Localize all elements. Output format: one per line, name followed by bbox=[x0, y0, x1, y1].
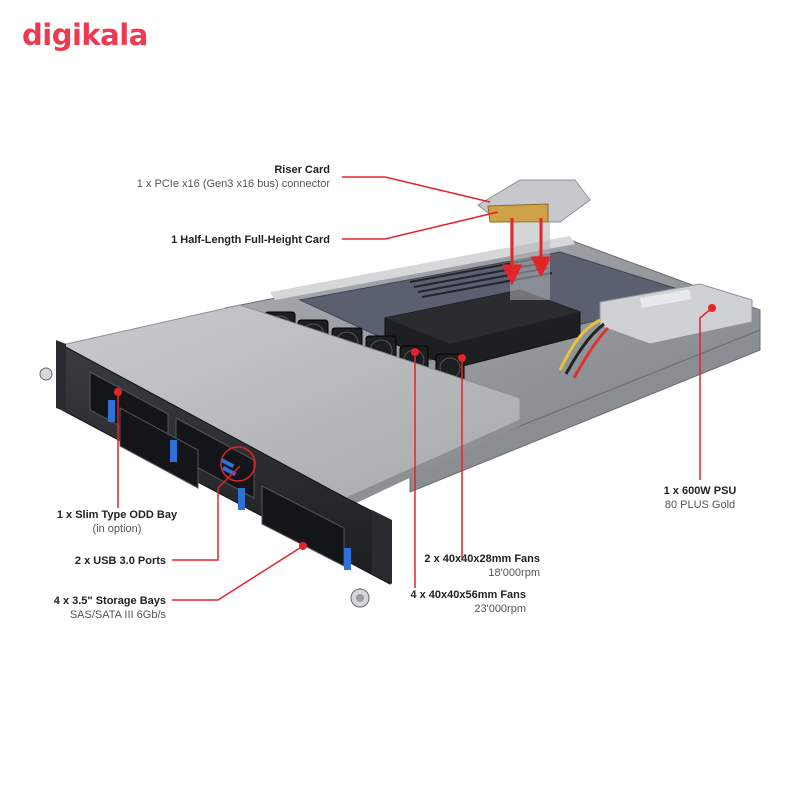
callout-usb-title: 2 x USB 3.0 Ports bbox=[74, 555, 166, 567]
callout-small-fans: 2 x 40x40x28mm Fans 18'000rpm bbox=[420, 552, 540, 580]
callout-storage-bays-title: 4 x 3.5" Storage Bays bbox=[53, 595, 166, 607]
left-thumb-screw bbox=[39, 367, 53, 381]
callout-storage-bays: 4 x 3.5" Storage Bays SAS/SATA III 6Gb/s bbox=[20, 594, 166, 622]
callout-odd-bay-sub: (in option) bbox=[92, 523, 142, 535]
left-rack-ear bbox=[56, 340, 66, 412]
callout-psu: 1 x 600W PSU 80 PLUS Gold bbox=[640, 484, 760, 512]
callout-riser-card-title: Riser Card bbox=[274, 164, 330, 176]
drive-release-tabs bbox=[108, 400, 351, 570]
chassis-side-wall bbox=[409, 329, 761, 493]
callout-psu-sub: 80 PLUS Gold bbox=[664, 499, 736, 511]
drive-bays bbox=[89, 371, 345, 567]
psu-cables bbox=[558, 318, 610, 379]
callout-card-title: 1 Half-Length Full-Height Card bbox=[171, 234, 330, 246]
chassis-rear-rail bbox=[270, 236, 575, 300]
callout-card: 1 Half-Length Full-Height Card bbox=[110, 233, 330, 247]
callout-dots bbox=[114, 304, 716, 550]
callout-psu-title: 1 x 600W PSU bbox=[663, 485, 737, 497]
callout-riser-card-sub: 1 x PCIe x16 (Gen3 x16 bus) connector bbox=[136, 178, 330, 190]
digikala-logo: digikala bbox=[22, 18, 148, 52]
callout-large-fans-sub: 23'000rpm bbox=[474, 603, 526, 615]
callout-riser-card: Riser Card 1 x PCIe x16 (Gen3 x16 bus) c… bbox=[110, 163, 330, 191]
callout-usb: 2 x USB 3.0 Ports bbox=[20, 554, 166, 568]
callout-odd-bay: 1 x Slim Type ODD Bay (in option) bbox=[22, 508, 212, 536]
callout-large-fans: 4 x 40x40x56mm Fans 23'000rpm bbox=[396, 588, 526, 616]
riser-arrows bbox=[501, 218, 552, 286]
callout-odd-bay-title: 1 x Slim Type ODD Bay bbox=[56, 509, 178, 521]
callout-large-fans-title: 4 x 40x40x56mm Fans bbox=[410, 589, 526, 601]
right-rack-ear bbox=[372, 510, 392, 584]
usb-highlight-ring bbox=[220, 446, 256, 482]
callout-small-fans-sub: 18'000rpm bbox=[488, 567, 540, 579]
callout-lines bbox=[117, 176, 713, 601]
callout-small-fans-title: 2 x 40x40x28mm Fans bbox=[424, 553, 540, 565]
callout-storage-bays-sub: SAS/SATA III 6Gb/s bbox=[69, 609, 166, 621]
